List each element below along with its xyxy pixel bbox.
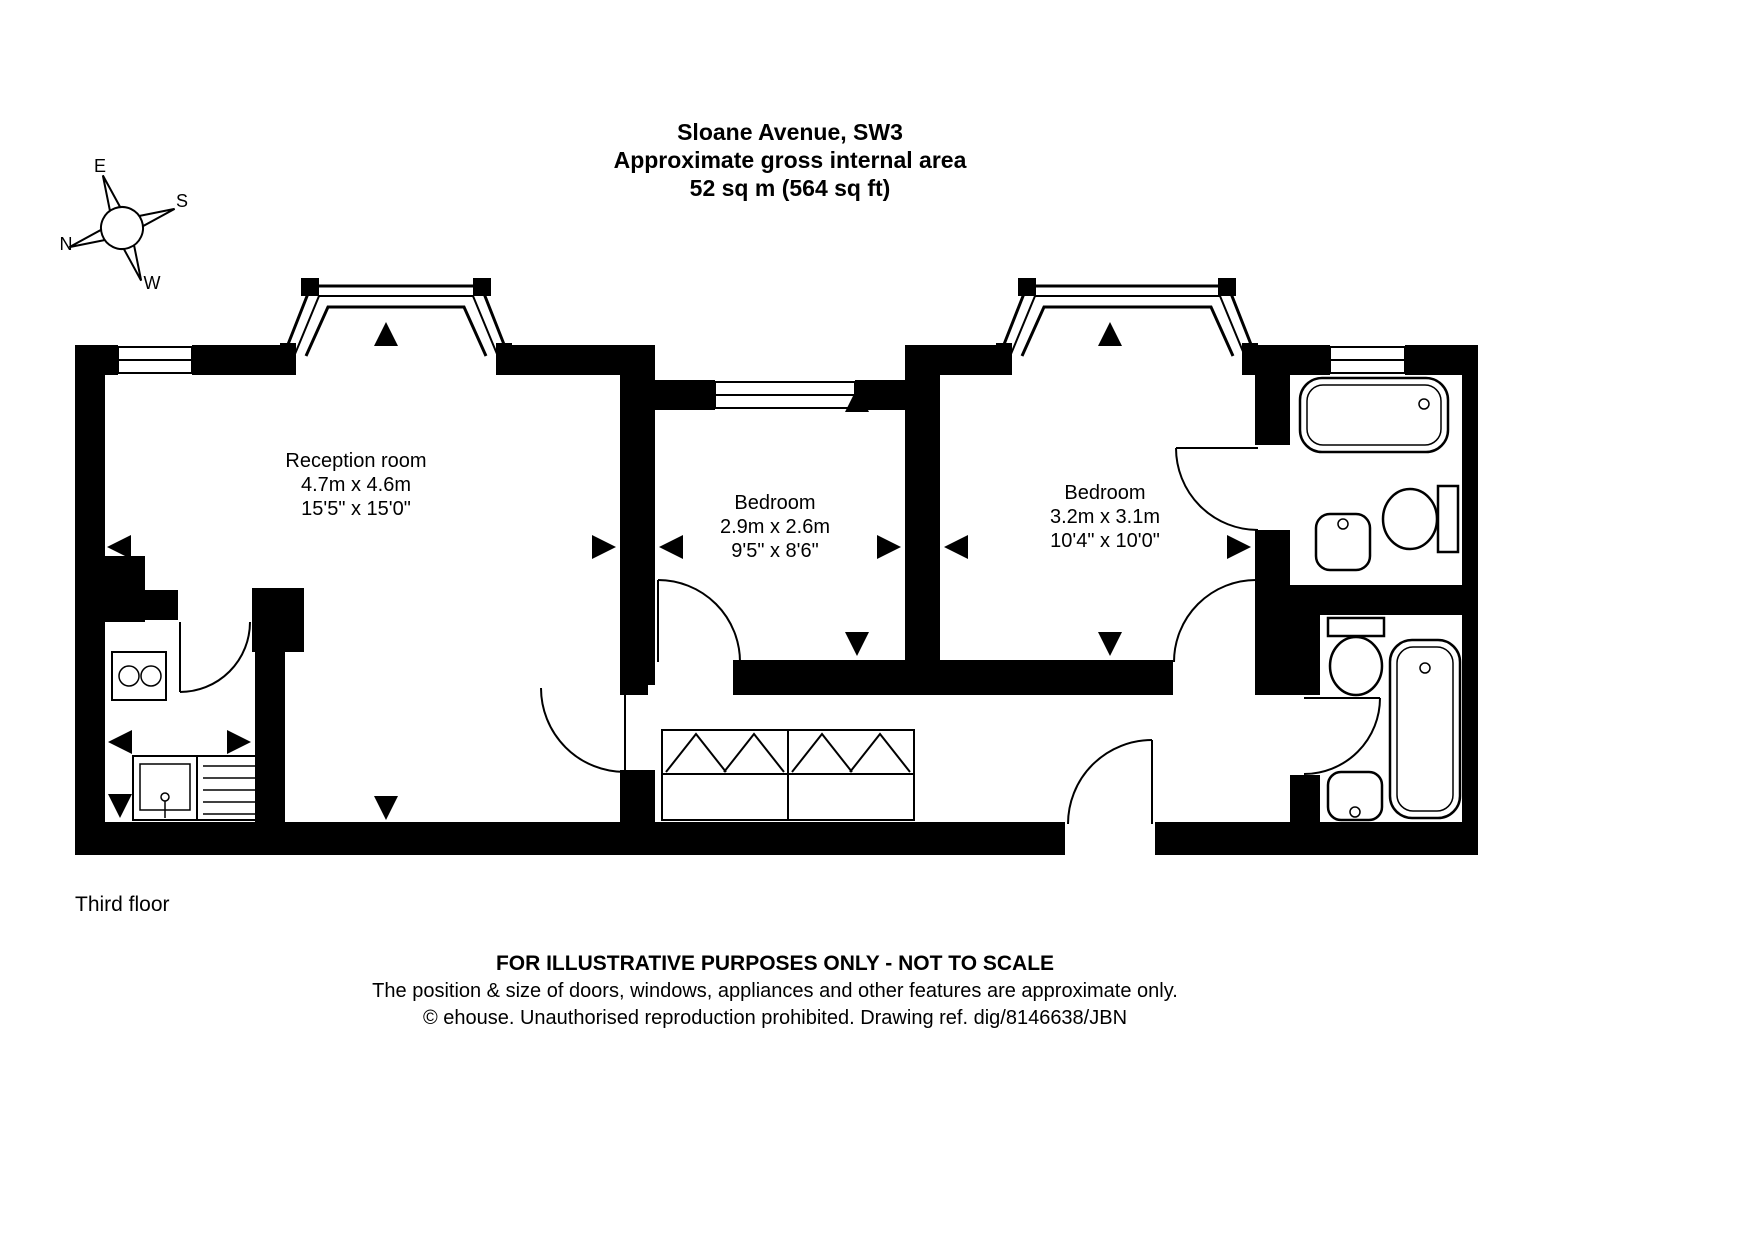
compass-south-label: S [176, 191, 188, 211]
basin-bottom [1326, 770, 1384, 822]
compass-north-label: N [60, 234, 73, 254]
basin-top [1314, 512, 1372, 572]
bathtub-top [1298, 376, 1450, 454]
dimension-arrows [107, 322, 1251, 820]
kitchen-door [179, 621, 251, 693]
bedroom1-metric: 2.9m x 2.6m [720, 516, 830, 538]
footer-copyright: © ehouse. Unauthorised reproduction proh… [423, 1007, 1127, 1029]
bathroom2-door [1303, 697, 1381, 775]
toilet-top [1381, 484, 1460, 554]
wardrobes [661, 729, 915, 821]
walls [75, 345, 1478, 855]
footer-line2: The position & size of doors, windows, a… [372, 980, 1178, 1002]
floor-label: Third floor [75, 893, 170, 916]
hob [111, 651, 167, 701]
bathtub-bottom [1388, 638, 1462, 820]
bedroom1-window [714, 381, 856, 409]
reception-bay-window [280, 278, 512, 375]
bedroom2-name: Bedroom [1064, 482, 1145, 504]
kitchen-sink-unit [132, 755, 262, 821]
bedroom1-imperial: 9'5" x 8'6" [731, 540, 818, 562]
bedroom1-name: Bedroom [734, 492, 815, 514]
bedroom2-metric: 3.2m x 3.1m [1050, 506, 1160, 528]
ensuite-bathroom-door [1175, 447, 1259, 531]
title-address: Sloane Avenue, SW3 [677, 119, 903, 145]
plan-title: Sloane Avenue, SW3 Approximate gross int… [614, 119, 967, 201]
bathroom-window [1329, 346, 1406, 374]
reception-window [117, 346, 193, 374]
title-area: 52 sq m (564 sq ft) [690, 175, 891, 201]
bedroom1-door [657, 579, 741, 663]
entrance-door [1067, 739, 1153, 825]
bedroom1-label: Bedroom 2.9m x 2.6m 9'5" x 8'6" [720, 492, 830, 562]
compass-east-label: E [94, 156, 106, 176]
compass-west-label: W [144, 273, 161, 293]
bedroom2-bay-window [996, 278, 1258, 375]
reception-door [540, 687, 626, 773]
footer-line1: FOR ILLUSTRATIVE PURPOSES ONLY - NOT TO … [496, 952, 1054, 975]
reception-imperial: 15'5" x 15'0" [301, 498, 411, 520]
toilet-bottom [1326, 616, 1386, 697]
reception-name: Reception room [285, 450, 426, 472]
bedroom2-door [1173, 579, 1257, 663]
compass-rose: E S N W [60, 156, 189, 293]
bedroom2-imperial: 10'4" x 10'0" [1050, 530, 1160, 552]
title-subtitle: Approximate gross internal area [614, 147, 967, 173]
reception-room-label: Reception room 4.7m x 4.6m 15'5" x 15'0" [285, 450, 426, 520]
footer-disclaimer: FOR ILLUSTRATIVE PURPOSES ONLY - NOT TO … [372, 952, 1178, 1029]
bedroom2-label: Bedroom 3.2m x 3.1m 10'4" x 10'0" [1050, 482, 1160, 552]
reception-metric: 4.7m x 4.6m [301, 474, 411, 496]
